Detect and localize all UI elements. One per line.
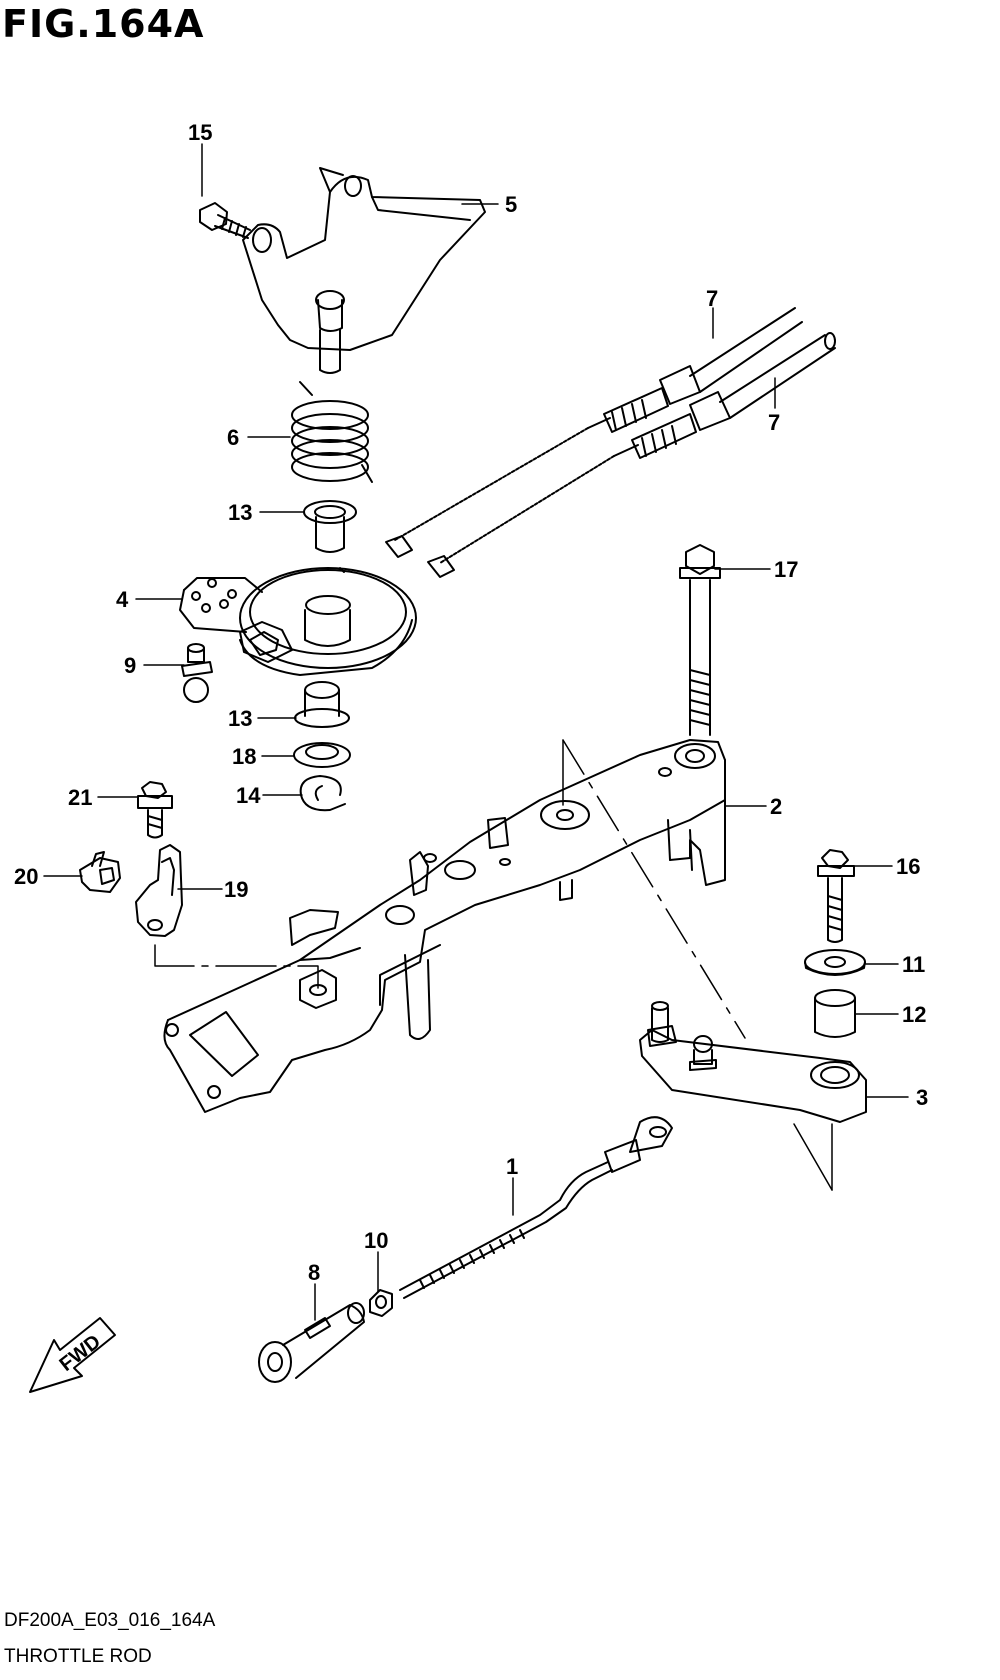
callout-7-a: 7 xyxy=(706,286,718,311)
footer-diagram-name: THROTTLE ROD xyxy=(4,1646,152,1667)
callout-7-b: 7 xyxy=(768,410,780,435)
throttle-cable-7-a[interactable] xyxy=(385,307,803,558)
callout-6: 6 xyxy=(227,425,239,450)
callout-5: 5 xyxy=(505,192,517,217)
callout-13-lower: 13 xyxy=(228,706,252,731)
figure-title: FIG.164A xyxy=(2,2,205,46)
lever-arm-3[interactable] xyxy=(639,1001,867,1123)
callout-17: 17 xyxy=(774,557,798,582)
callout-20: 20 xyxy=(14,864,38,889)
leader-lines xyxy=(43,143,909,1321)
bushing-13-upper[interactable] xyxy=(303,500,357,553)
callout-3: 3 xyxy=(916,1085,928,1110)
bolt-15[interactable] xyxy=(199,202,251,239)
callout-1: 1 xyxy=(506,1154,518,1179)
ball-stud-9[interactable] xyxy=(181,643,213,703)
spring-6[interactable] xyxy=(291,381,373,483)
callout-13-upper: 13 xyxy=(228,500,252,525)
callout-15: 15 xyxy=(188,120,212,145)
callout-11: 11 xyxy=(902,952,925,977)
bolt-17[interactable] xyxy=(679,544,721,736)
bushing-13-lower[interactable] xyxy=(294,681,350,728)
callout-4: 4 xyxy=(116,587,129,612)
washer-11[interactable] xyxy=(804,949,866,976)
callout-9: 9 xyxy=(124,653,136,678)
callout-14: 14 xyxy=(236,783,261,808)
collar-12[interactable] xyxy=(814,989,856,1038)
throttle-bracket-2[interactable] xyxy=(163,739,726,1113)
footer-diagram-code: DF200A_E03_016_164A xyxy=(4,1610,216,1631)
washer-18[interactable] xyxy=(293,742,351,768)
bracket-5[interactable] xyxy=(242,167,486,374)
callout-21: 21 xyxy=(68,785,92,810)
callout-18: 18 xyxy=(232,744,256,769)
lever-4[interactable] xyxy=(179,567,417,676)
throttle-cable-7-b[interactable] xyxy=(427,332,836,578)
bolt-16[interactable] xyxy=(817,849,855,943)
callout-19: 19 xyxy=(224,877,248,902)
callout-10: 10 xyxy=(364,1228,388,1253)
callout-8: 8 xyxy=(308,1260,320,1285)
callout-2: 2 xyxy=(770,794,782,819)
nut-10[interactable] xyxy=(369,1289,393,1317)
callout-12: 12 xyxy=(902,1002,926,1027)
bolt-21[interactable] xyxy=(137,781,173,839)
callout-labels: 15 5 7 7 6 13 4 9 13 18 14 17 2 21 20 19… xyxy=(14,120,928,1285)
throttle-rod-1[interactable] xyxy=(399,1116,673,1299)
fwd-arrow-icon: FWD xyxy=(29,1317,116,1393)
rod-end-8[interactable] xyxy=(258,1302,365,1383)
e-ring-14[interactable] xyxy=(299,775,346,812)
clip-20[interactable] xyxy=(79,851,121,893)
callout-16: 16 xyxy=(896,854,920,879)
plate-19[interactable] xyxy=(135,844,183,937)
